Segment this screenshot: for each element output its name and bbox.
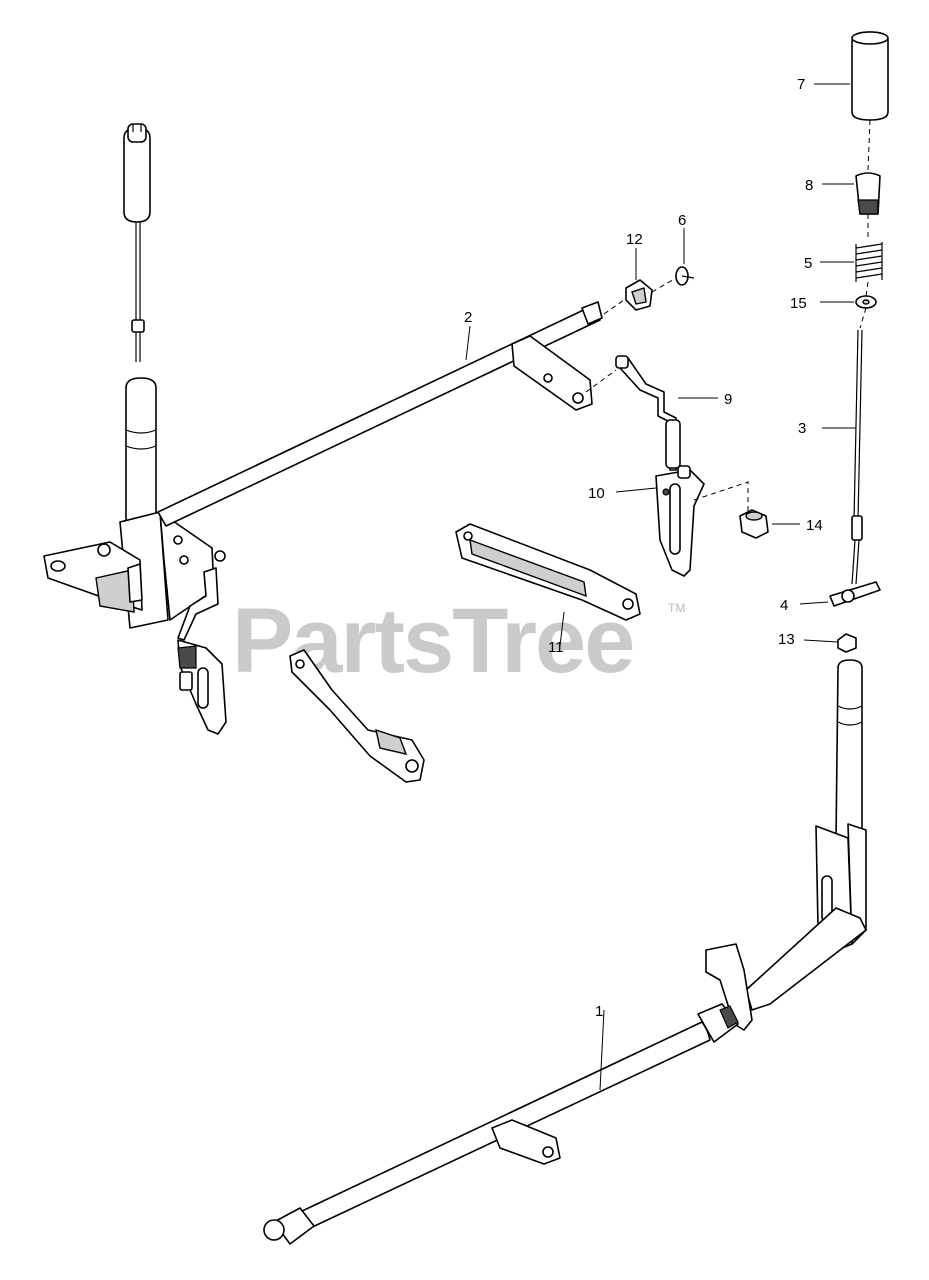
right-handle-stack[interactable] <box>829 31 889 653</box>
callout-12[interactable]: 12 <box>626 231 643 248</box>
callout-11[interactable]: 11 <box>548 639 564 656</box>
right-lever-assembly[interactable] <box>705 659 867 1031</box>
spring-coils <box>855 242 883 282</box>
watermark-trademark: TM <box>668 601 685 615</box>
watermark-text: PartsTree <box>232 590 633 692</box>
part-9-rod-link[interactable] <box>615 355 681 471</box>
left-lever-assembly[interactable] <box>43 123 227 735</box>
callout-4[interactable]: 4 <box>780 597 788 614</box>
part-12-clip[interactable] <box>625 279 653 311</box>
callout-7[interactable]: 7 <box>797 76 805 93</box>
callout-10[interactable]: 10 <box>588 485 605 502</box>
callout-2[interactable]: 2 <box>464 309 472 326</box>
callout-9[interactable]: 9 <box>724 391 732 408</box>
part-14-nut[interactable] <box>739 509 769 539</box>
callout-15[interactable]: 15 <box>790 295 807 312</box>
main-shaft[interactable] <box>157 301 603 527</box>
callout-6[interactable]: 6 <box>678 212 686 229</box>
callout-14[interactable]: 14 <box>806 517 823 534</box>
callout-13[interactable]: 13 <box>778 631 795 648</box>
part-11-link-plate[interactable] <box>455 523 641 621</box>
callout-8[interactable]: 8 <box>805 177 813 194</box>
callout-5[interactable]: 5 <box>804 255 812 272</box>
lower-shaft[interactable] <box>263 1003 739 1245</box>
callout-1[interactable]: 1 <box>595 1003 603 1020</box>
lower-link-arm[interactable] <box>289 649 425 783</box>
leader-lines <box>465 83 856 1091</box>
callout-3[interactable]: 3 <box>798 420 806 437</box>
part-6-retainer[interactable] <box>675 266 695 286</box>
callouts: 1 2 3 4 5 6 7 8 9 10 11 12 13 14 15 <box>464 76 823 1020</box>
part-10-bracket[interactable] <box>655 465 705 577</box>
